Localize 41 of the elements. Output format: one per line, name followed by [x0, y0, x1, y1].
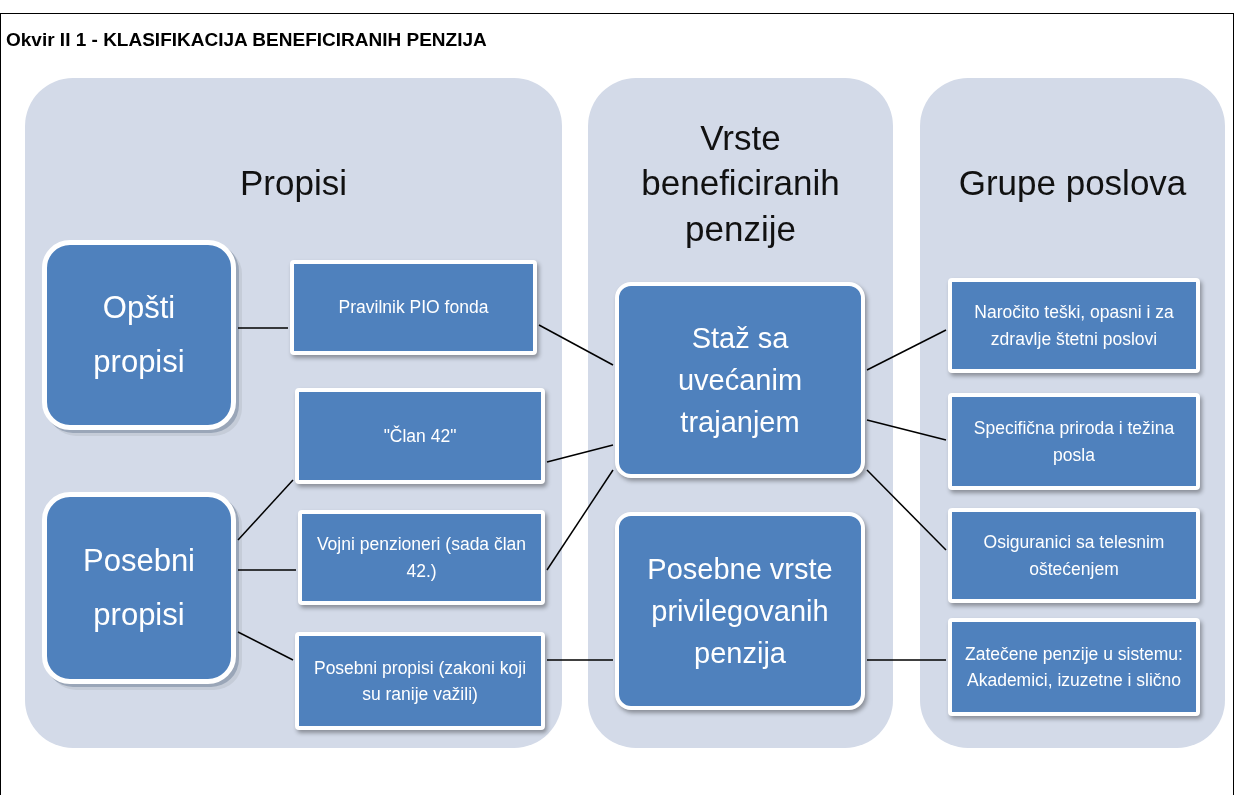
connector-line — [237, 569, 297, 571]
box-text: Staž sa uvećanim trajanjem — [676, 320, 804, 440]
panel-title: Grupe poslova — [957, 162, 1188, 205]
title: Okvir II 1 - KLASIFIKACIJA BENEFICIRANIH PENZIJA — [6, 28, 487, 52]
box-text: Opšti propisi — [92, 288, 186, 381]
process-box — [948, 393, 1200, 490]
box-text: Naročito teški, opasni i za zdravlje štetni poslovi — [973, 301, 1175, 351]
process-box — [615, 282, 865, 478]
box-text: Specifična priroda i težina posla — [972, 417, 1176, 467]
box-text: Zatečene penzije u sistemu: Akademici, izuzetne i slično — [964, 642, 1184, 692]
box-text: Posebne vrste privilegovanih penzija — [646, 551, 834, 671]
connector-line — [866, 469, 947, 551]
connector-line — [866, 329, 947, 371]
process-box — [948, 508, 1200, 603]
connector-line — [546, 659, 614, 661]
connector-line — [866, 419, 947, 441]
process-box — [295, 632, 545, 730]
box-text: "Član 42" — [383, 424, 457, 448]
panel-title: Vrste beneficiranih penzije — [640, 116, 841, 250]
connector-line — [237, 479, 294, 541]
connector-line — [237, 631, 294, 661]
group-panel — [25, 78, 562, 748]
process-box — [615, 512, 865, 710]
process-box — [295, 388, 545, 484]
process-box — [290, 260, 537, 355]
connector-line — [538, 324, 614, 366]
connector-line — [546, 469, 614, 571]
connector-line — [237, 327, 289, 329]
group-panel — [588, 78, 893, 748]
process-box — [948, 278, 1200, 373]
connector-line — [866, 659, 947, 661]
process-box — [298, 510, 545, 605]
connector-line — [546, 444, 614, 463]
box-text: Vojni penzioneri (sada član 42.) — [315, 533, 528, 583]
box-text: Osiguranici sa telesnim oštećenjem — [982, 531, 1166, 581]
box-text: Posebni propisi (zakoni koji su ranije važili) — [312, 656, 528, 706]
group-panel — [920, 78, 1225, 748]
process-box — [948, 618, 1200, 716]
panel-title: Propisi — [239, 162, 348, 205]
box-text: Posebni propisi — [82, 541, 196, 634]
box-text: Pravilnik PIO fonda — [338, 296, 489, 320]
